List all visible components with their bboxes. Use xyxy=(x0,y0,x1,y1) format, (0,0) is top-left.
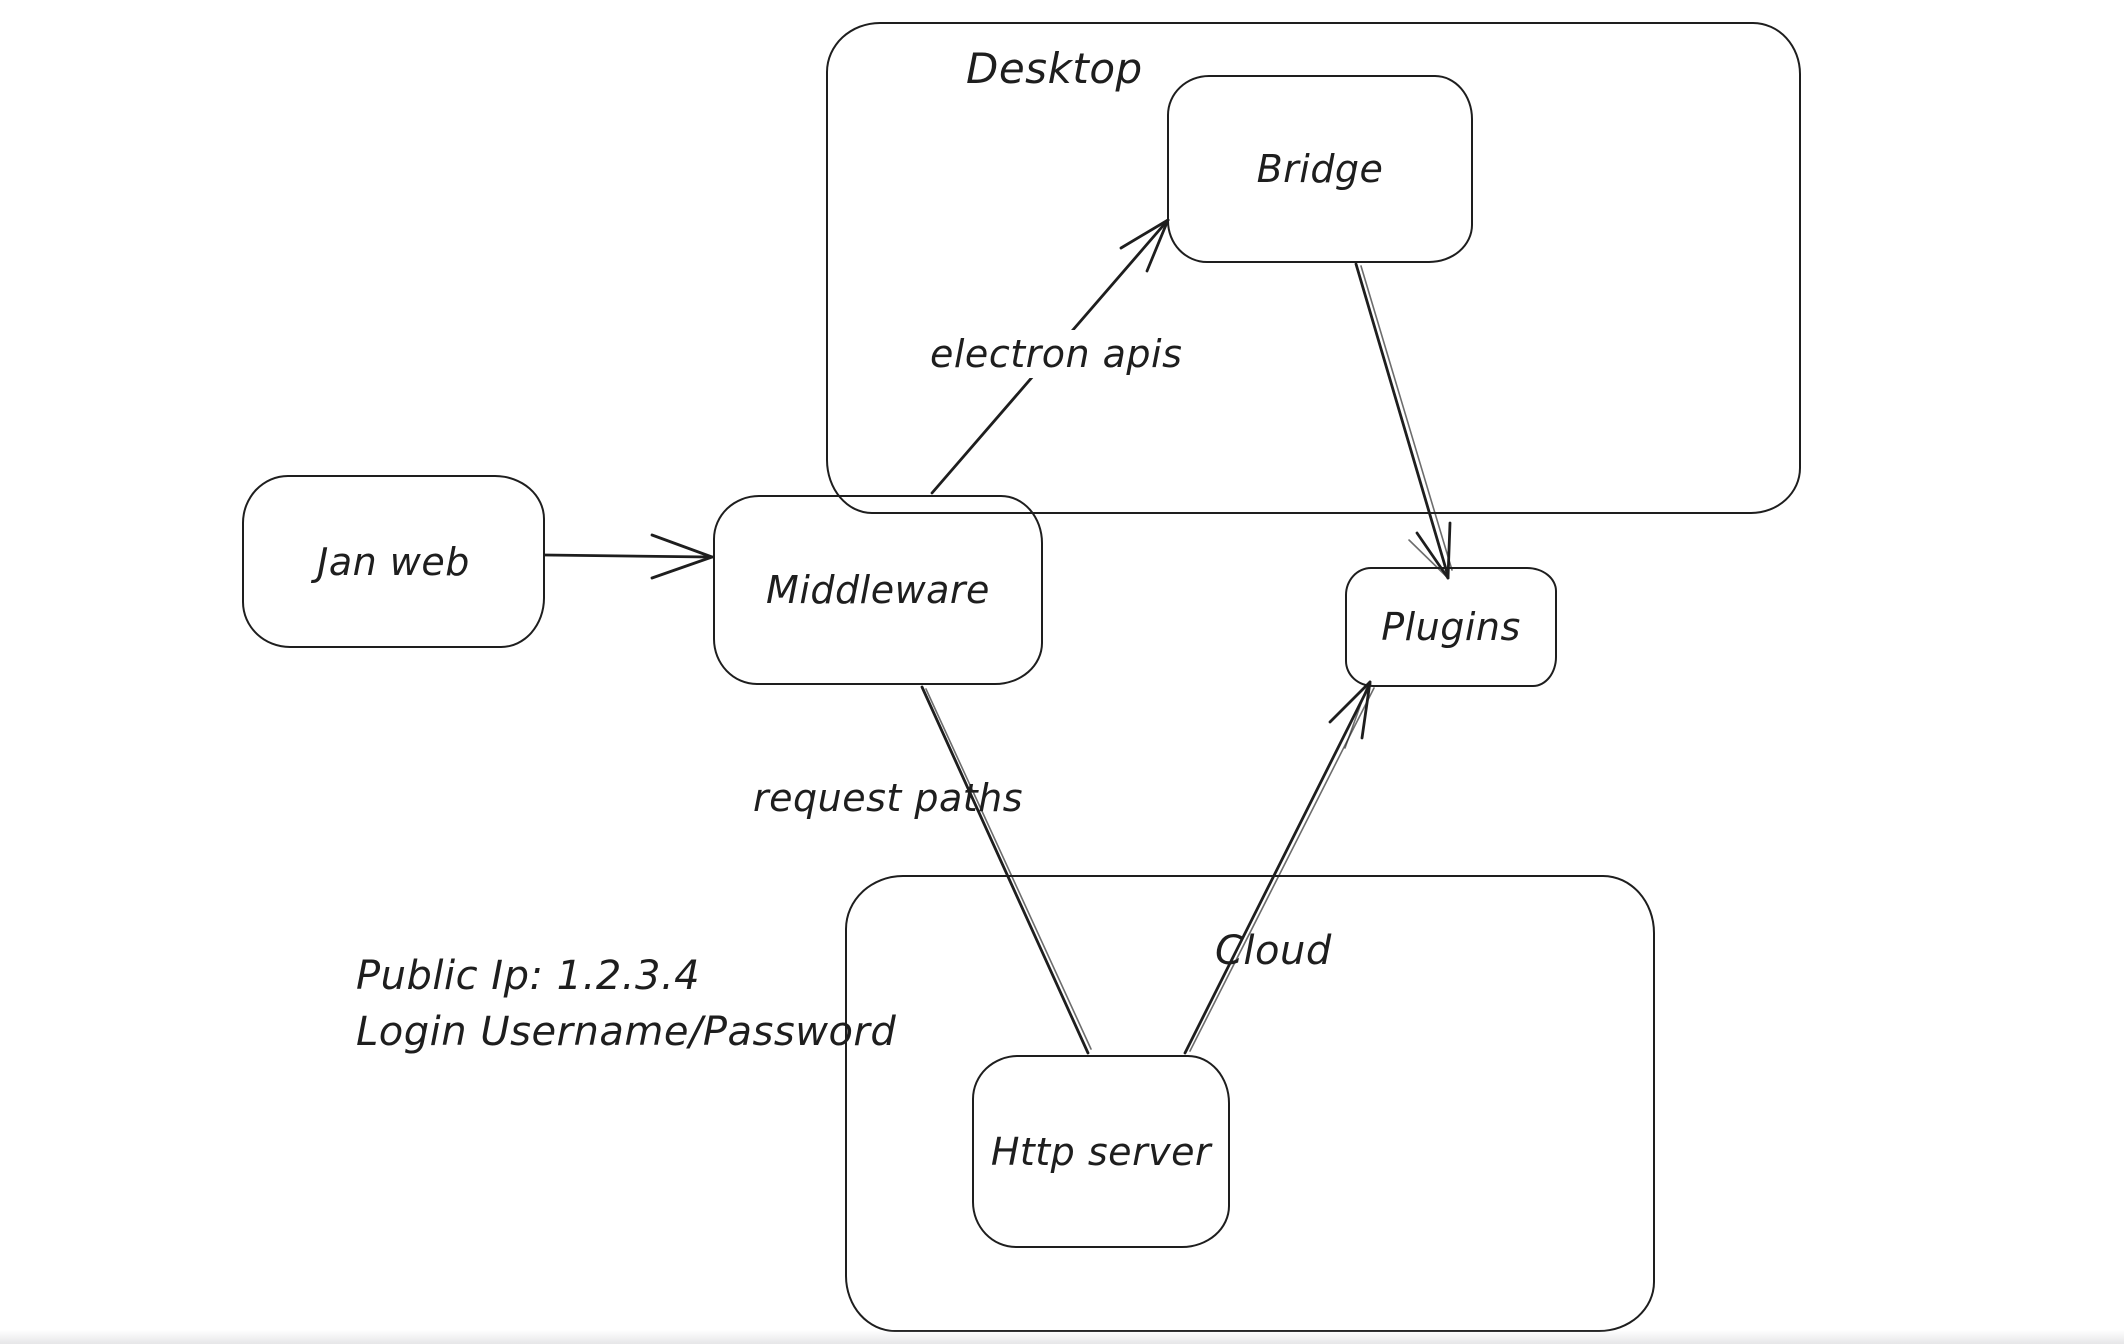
arrow-bridge-to-plugins[interactable] xyxy=(1354,262,1453,580)
node-plugins-label: Plugins xyxy=(1381,605,1521,649)
note-text[interactable]: Public Ip: 1.2.3.4 Login Username/Passwo… xyxy=(356,948,896,1060)
bottom-edge-fade xyxy=(0,1330,2124,1344)
edge-label-electron-apis[interactable]: electron apis xyxy=(924,330,1189,378)
container-cloud-title[interactable]: Cloud xyxy=(1215,928,1332,974)
node-middleware-label: Middleware xyxy=(766,568,990,612)
node-middleware[interactable]: Middleware xyxy=(713,495,1043,685)
node-http-server-label: Http server xyxy=(990,1129,1212,1174)
note-line-login: Login Username/Password xyxy=(356,1009,897,1055)
note-line-public-ip: Public Ip: 1.2.3.4 xyxy=(356,953,701,999)
line-middleware-to-http-server[interactable] xyxy=(920,685,1092,1055)
container-desktop[interactable] xyxy=(826,22,1801,514)
node-http-server[interactable]: Http server xyxy=(972,1055,1230,1248)
arrow-http-server-to-plugins[interactable] xyxy=(1183,680,1375,1055)
arrow-jan-web-to-middleware[interactable] xyxy=(543,533,714,580)
node-bridge-label: Bridge xyxy=(1256,147,1384,191)
node-plugins[interactable]: Plugins xyxy=(1345,567,1557,687)
container-desktop-title[interactable]: Desktop xyxy=(966,44,1143,93)
edge-label-request-paths[interactable]: request paths xyxy=(753,776,1024,820)
node-jan-web[interactable]: Jan web xyxy=(242,475,545,648)
node-jan-web-label: Jan web xyxy=(317,539,470,584)
node-bridge[interactable]: Bridge xyxy=(1167,75,1473,263)
